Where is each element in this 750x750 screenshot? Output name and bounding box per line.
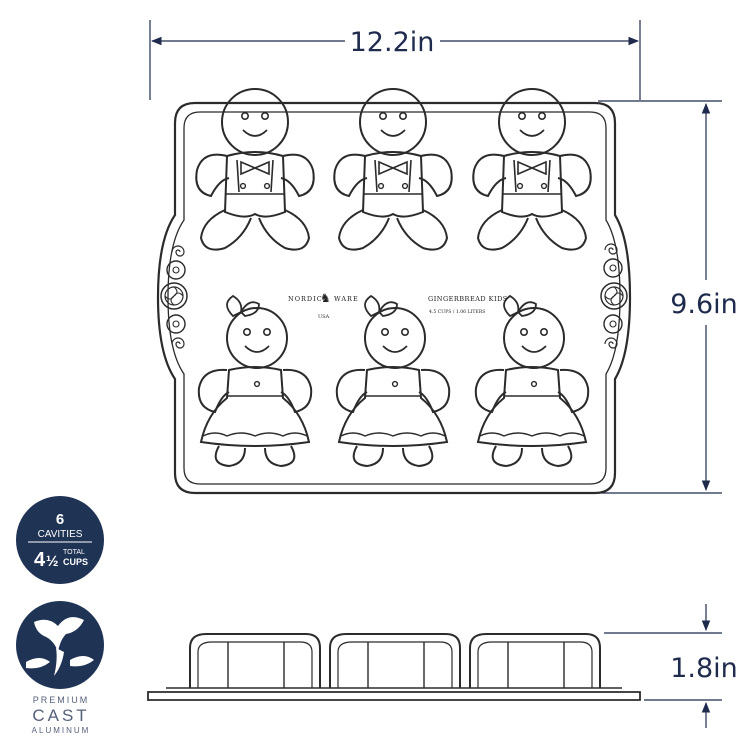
cavities-badge-circle xyxy=(16,496,104,584)
boy-cavity xyxy=(333,88,453,251)
cavities-badge: 6 CAVITIES 4 ½ TOTAL CUPS xyxy=(16,496,104,584)
cavity-profile xyxy=(329,633,461,688)
brand-origin: USA xyxy=(318,314,330,320)
total-label: TOTAL xyxy=(63,549,85,556)
pan-side-view xyxy=(147,633,641,701)
molten-pour-icon xyxy=(26,617,94,676)
cavity-profile xyxy=(189,633,321,688)
girl-cavity xyxy=(335,295,451,467)
brand-logo-icon: ♞ xyxy=(320,291,331,305)
boy-cavity xyxy=(195,88,315,251)
material-badge: PREMIUM CAST ALUMINUM xyxy=(16,601,104,735)
width-label: 12.2in xyxy=(350,27,435,58)
cavity-profile xyxy=(469,633,601,688)
height-dimension: 9.6in xyxy=(598,100,738,494)
capacity-text: 4.5 CUPS / 1.06 LITERS xyxy=(429,309,485,315)
pan-top-view: NORDIC ♞ WARE USA GINGERBREAD KIDS 4.5 C… xyxy=(156,88,632,495)
product-name: GINGERBREAD KIDS xyxy=(428,295,508,303)
material-badge-circle xyxy=(16,601,104,689)
depth-label: 1.8in xyxy=(670,653,738,684)
boy-cavity xyxy=(472,88,592,251)
material-line2: CAST xyxy=(32,706,89,725)
material-line3: ALUMINUM xyxy=(32,726,91,735)
cups-fraction: ½ xyxy=(46,553,59,570)
material-line1: PREMIUM xyxy=(33,695,90,705)
brand-left: NORDIC xyxy=(288,295,323,303)
cavities-label: CAVITIES xyxy=(38,529,83,540)
width-dimension: 12.2in xyxy=(149,20,641,100)
girl-cavity xyxy=(197,295,313,467)
height-label: 9.6in xyxy=(670,289,738,320)
brand-right: WARE xyxy=(334,295,359,303)
cups-label: CUPS xyxy=(63,557,88,567)
cavity-count: 6 xyxy=(56,511,64,528)
cups-whole: 4 xyxy=(34,549,46,571)
girl-cavity xyxy=(474,295,590,467)
depth-dimension: 1.8in xyxy=(604,604,738,728)
